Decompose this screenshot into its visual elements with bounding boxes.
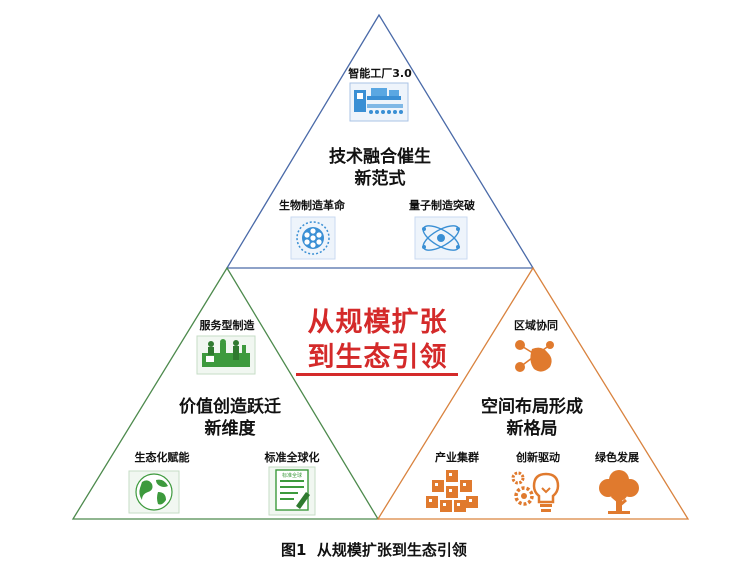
standard-document-icon: 标准全球 [268, 466, 316, 516]
headline-line1: 从规模扩张 [307, 307, 448, 338]
right-left-label: 产业集群 [435, 451, 479, 464]
right-triangle [376, 266, 690, 520]
headline-line2: 到生态引领 [307, 342, 448, 373]
left-triangle [71, 266, 380, 520]
factory-icon [349, 82, 409, 122]
globe-icon [128, 470, 180, 514]
service-workers-icon [196, 335, 256, 375]
left-title-line2: 新维度 [204, 419, 256, 439]
industry-cluster-icon [426, 470, 478, 512]
top-title-line2: 新范式 [354, 169, 406, 189]
left-left-label: 生态化赋能 [134, 451, 190, 464]
top-triangle [225, 13, 535, 269]
quantum-atom-icon [414, 216, 468, 260]
top-icon-label: 智能工厂3.0 [348, 67, 412, 80]
right-right-label: 绿色发展 [595, 451, 639, 464]
bio-cell-icon [290, 216, 336, 260]
right-middle-label: 创新驱动 [516, 451, 560, 464]
green-tree-icon [599, 470, 639, 514]
left-right-label: 标准全球化 [264, 451, 320, 464]
right-title-line2: 新格局 [506, 419, 558, 439]
headline-underline [296, 373, 458, 376]
top-left-label: 生物制造革命 [279, 199, 345, 212]
left-title-line1: 价值创造跃迁 [179, 397, 281, 417]
top-right-label: 量子制造突破 [409, 199, 475, 212]
region-network-icon [515, 340, 554, 372]
right-title-line1: 空间布局形成 [481, 397, 583, 417]
figure-caption: 图1 从规模扩张到生态引领 [281, 541, 467, 559]
left-icon-label: 服务型制造 [199, 319, 255, 332]
innovation-bulb-icon [511, 471, 560, 512]
right-icon-label: 区域协同 [514, 319, 558, 332]
top-title-line1: 技术融合催生 [329, 147, 431, 167]
doc-text: 标准全球 [282, 472, 302, 479]
